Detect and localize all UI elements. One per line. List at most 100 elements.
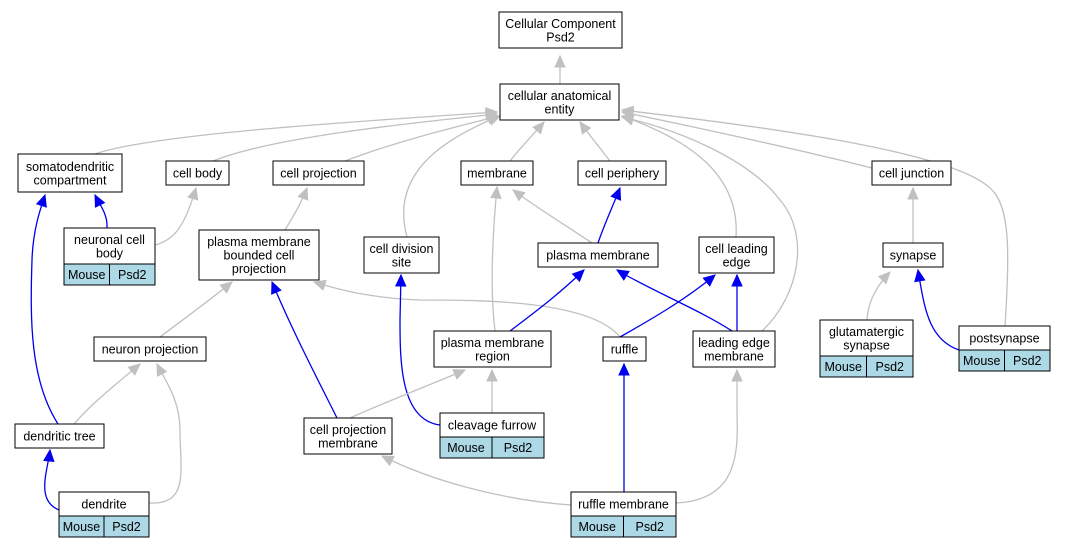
- node-label: synapse: [890, 249, 937, 263]
- edge-neuronbody-to-cellbody: [154, 186, 199, 246]
- node-label: cell projection: [280, 167, 356, 181]
- node-cellbody[interactable]: cell body: [165, 160, 230, 186]
- edge-neuronbody-to-somato: [94, 193, 108, 229]
- node-label: dendrite: [81, 498, 126, 512]
- node-label: cell division: [370, 242, 434, 256]
- edge-lem-to-leading: [731, 273, 743, 331]
- node-dtree[interactable]: dendritic tree: [14, 423, 105, 449]
- edge-lem-to-pm: [615, 269, 733, 332]
- node-ruffle[interactable]: ruffle: [602, 336, 647, 362]
- edge-dtree-to-somato: [30, 193, 59, 425]
- node-label: neuron projection: [102, 343, 199, 357]
- node-label: cell periphery: [585, 167, 660, 181]
- edge-pm-to-periphery: [597, 186, 622, 244]
- edge-rufflemem-to-ruffle: [618, 362, 630, 492]
- edge-furrow-to-pmregion: [486, 368, 498, 413]
- node-label: plasma membrane: [207, 235, 311, 249]
- edge-dtree-to-neuronproj: [73, 363, 141, 425]
- annotation-badge: Psd2: [636, 520, 665, 534]
- edge-dendrite-to-neuronproj: [148, 362, 182, 504]
- node-neuronproj[interactable]: neuron projection: [93, 336, 207, 362]
- node-label: cell projection: [310, 423, 386, 437]
- node-label: body: [96, 246, 124, 260]
- node-label: cell junction: [879, 167, 944, 181]
- node-junction[interactable]: cell junction: [871, 160, 952, 186]
- node-label: cellular anatomical: [508, 89, 612, 103]
- node-periphery[interactable]: cell periphery: [577, 160, 667, 186]
- edge-synapse-to-junction: [907, 186, 919, 243]
- annotation-badge: Psd2: [112, 520, 141, 534]
- annotation-badge: Mouse: [963, 354, 1001, 368]
- node-label: cell body: [173, 167, 223, 181]
- edge-pmregion-to-pm: [509, 269, 585, 332]
- edge-glut-to-synapse: [866, 271, 891, 321]
- node-label: ruffle membrane: [578, 498, 669, 512]
- annotation-badge: Psd2: [504, 441, 533, 455]
- node-label: compartment: [34, 173, 107, 187]
- node-label: membrane: [704, 349, 764, 363]
- node-label: somatodendritic: [26, 160, 114, 174]
- annotation-badge: Psd2: [118, 268, 147, 282]
- edge-periphery-to-cae: [579, 121, 611, 162]
- node-synapse[interactable]: synapse: [882, 242, 944, 268]
- node-label: region: [475, 349, 510, 363]
- node-membrane[interactable]: membrane: [460, 160, 534, 186]
- edge-junction-to-cae: [620, 108, 873, 169]
- edge-pmregion-to-membrane: [490, 185, 502, 332]
- edge-ruffle-to-leading: [619, 274, 716, 338]
- node-label: plasma membrane: [441, 336, 545, 350]
- node-label: projection: [232, 262, 286, 276]
- node-pm[interactable]: plasma membrane: [537, 242, 659, 268]
- edge-rufflemem-to-lem: [675, 368, 743, 504]
- node-label: Cellular Component: [505, 17, 616, 31]
- edge-cpm-to-pmregion: [349, 369, 467, 419]
- edge-cellbody-to-cae: [212, 109, 499, 162]
- edge-cpm-to-pmbcp: [271, 280, 338, 419]
- node-label: Psd2: [546, 30, 575, 44]
- annotation-badge: Psd2: [876, 360, 905, 374]
- node-label: site: [392, 255, 412, 269]
- edge-neuronproj-to-pmbcp: [159, 281, 233, 338]
- edge-pm-to-membrane: [512, 189, 593, 244]
- edge-postsyn-to-synapse: [914, 268, 960, 351]
- node-label: membrane: [318, 436, 378, 450]
- annotation-badge: Mouse: [824, 360, 862, 374]
- node-label: entity: [545, 102, 576, 116]
- node-label: postsynapse: [969, 332, 1039, 346]
- node-label: cleavage furrow: [448, 419, 537, 433]
- node-label: plasma membrane: [546, 249, 650, 263]
- edge-division-to-cae: [403, 114, 502, 238]
- node-cellproj[interactable]: cell projection: [272, 160, 365, 186]
- node-label: edge: [723, 255, 751, 269]
- annotation-badge: Mouse: [578, 520, 616, 534]
- annotation-badge: Mouse: [63, 520, 101, 534]
- edge-lem-to-cae: [620, 113, 799, 332]
- edge-pmbcp-to-cellproj: [284, 186, 309, 231]
- edges-layer: [30, 54, 1009, 511]
- node-label: glutamatergic: [829, 325, 904, 339]
- annotation-badge: Mouse: [447, 441, 485, 455]
- node-label: membrane: [467, 167, 527, 181]
- annotation-badge: Psd2: [1013, 354, 1042, 368]
- node-label: leading edge: [698, 336, 770, 350]
- edge-dendrite-to-dtree: [43, 448, 60, 511]
- edge-cae-to-root: [554, 54, 566, 84]
- node-label: cell leading: [705, 242, 768, 256]
